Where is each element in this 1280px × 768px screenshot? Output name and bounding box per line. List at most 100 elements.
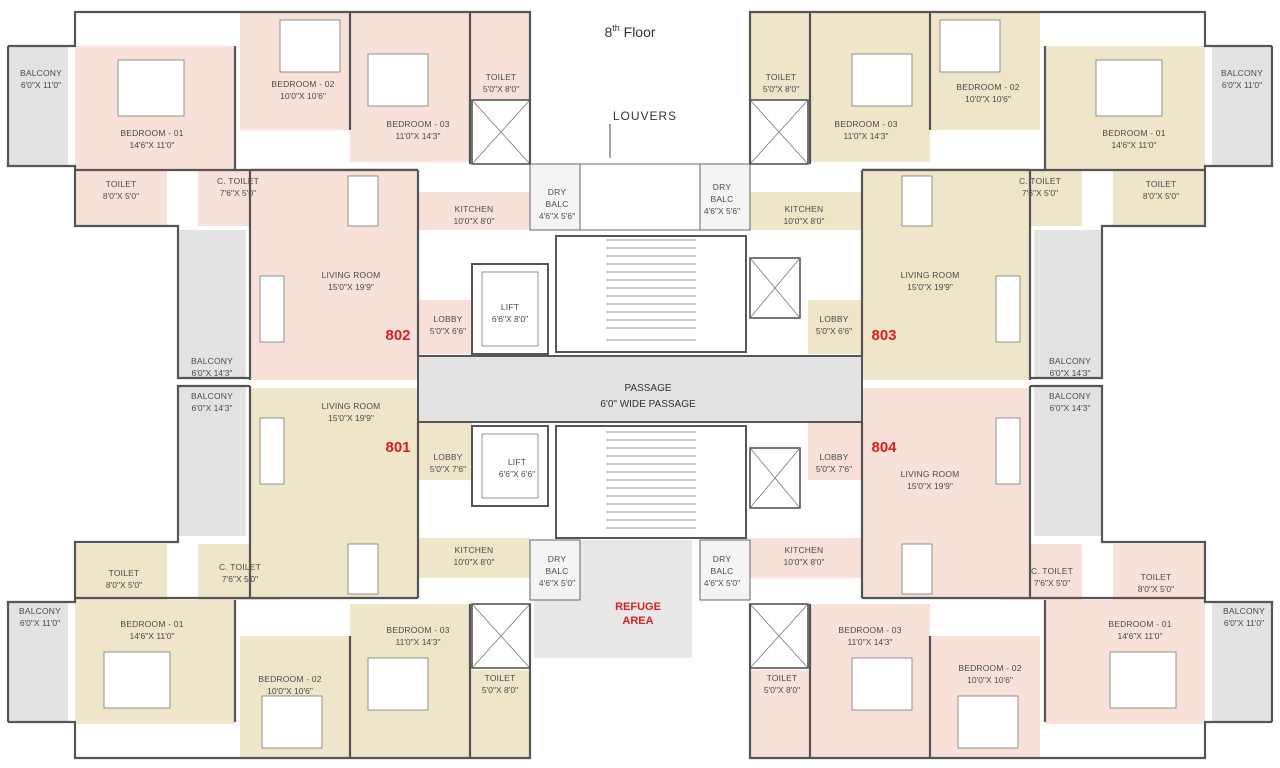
room-dim: 6'0"X 11'0"	[1222, 80, 1262, 90]
core	[417, 99, 863, 669]
room-dim: 5'0"X 6'6"	[430, 326, 466, 336]
toilet-fill	[75, 170, 167, 226]
lift-shaft	[471, 425, 549, 507]
lobby-fill	[418, 300, 472, 354]
room-dim: 7'6"X 5'0"	[1034, 578, 1070, 588]
stair-treads	[606, 239, 696, 341]
room-name: TOILET	[486, 72, 517, 82]
room-name: TOILET	[106, 179, 137, 189]
room-name: BEDROOM - 03	[834, 119, 897, 129]
room-dim: 11'0"X 14'3"	[395, 131, 440, 141]
dining-table	[347, 175, 379, 227]
flat-number: 802	[385, 327, 410, 344]
room-name: DRY	[713, 554, 732, 564]
room-dim: 4'6"X 5'0"	[539, 578, 575, 588]
bed	[851, 657, 913, 711]
room-name: KITCHEN	[455, 204, 494, 214]
room-name: BALCONY	[1221, 68, 1263, 78]
lobby-fill	[418, 420, 472, 480]
louvers-label: LOUVERS	[613, 109, 677, 123]
lobby-fill	[808, 420, 862, 480]
staircase	[555, 425, 747, 539]
lift-car	[481, 433, 539, 499]
room-name: BEDROOM - 03	[838, 625, 901, 635]
room-name: C. TOILET	[1019, 176, 1061, 186]
bed	[939, 19, 1001, 73]
room-dim: 8'0"X 5'0"	[103, 191, 139, 201]
room-name: LOBBY	[819, 452, 848, 462]
room-name: BALCONY	[1049, 356, 1091, 366]
room-name: LIVING ROOM	[322, 270, 381, 280]
living-fill	[862, 168, 1030, 380]
room-dim: 4'6"X 5'0"	[704, 578, 740, 588]
room-dim: 8'0"X 5'0"	[106, 580, 142, 590]
balcony-fill	[178, 386, 246, 536]
room-name: LIVING ROOM	[901, 469, 960, 479]
bed	[279, 19, 341, 73]
balcony-fill	[178, 230, 246, 378]
room-dim: 11'0"X 14'3"	[847, 637, 892, 647]
toilet-fill	[470, 670, 530, 758]
room-name: BEDROOM - 02	[958, 663, 1021, 673]
toilet-fill	[470, 12, 530, 100]
room-dim: 15'0"X 19'9"	[907, 481, 953, 491]
room-name: BALC	[710, 194, 733, 204]
dry-balcony	[699, 539, 751, 601]
passage-area	[417, 355, 863, 423]
room-dim: 5'0"X 8'0"	[483, 84, 519, 94]
room-name: BEDROOM - 03	[386, 119, 449, 129]
flat-number: 804	[871, 439, 897, 456]
room-name: TOILET	[767, 673, 798, 683]
bed	[367, 53, 429, 107]
furniture	[103, 19, 1177, 749]
room-dim: 6'0"X 11'0"	[1224, 618, 1264, 628]
room-name: BALC	[710, 566, 733, 576]
refuge-label: REFUGE	[615, 601, 661, 613]
bed	[1109, 651, 1177, 709]
room-name: BALCONY	[1049, 391, 1091, 401]
room-name: TOILET	[1146, 179, 1177, 189]
bed	[1095, 59, 1163, 117]
room-name: C. TOILET	[1031, 566, 1073, 576]
room-dim: 6'6"X 6'6"	[499, 469, 535, 479]
room-name: BALC	[545, 199, 568, 209]
room-dim: 14'6"X 11'0"	[1117, 631, 1162, 641]
room-dim: 6'0"X 14'3"	[1050, 403, 1091, 413]
room-name: BEDROOM - 02	[271, 79, 334, 89]
room-dim: 10'0"X 10'6"	[965, 94, 1011, 104]
room-dim: 11'0"X 14'3"	[843, 131, 888, 141]
room-name: TOILET	[485, 673, 516, 683]
room-dim: 8'0"X 5'0"	[1143, 191, 1179, 201]
room-dim: 5'0"X 8'0"	[764, 685, 800, 695]
room-name: BEDROOM - 01	[120, 128, 183, 138]
room-dim: 14'6"X 11'0"	[129, 631, 174, 641]
room-dim: 5'0"X 7'6"	[430, 464, 466, 474]
sofa	[995, 417, 1021, 485]
room-dim: 7'6"X 5'0"	[1022, 188, 1058, 198]
room-name: TOILET	[109, 568, 140, 578]
bed	[851, 53, 913, 107]
room-name: BEDROOM - 01	[120, 619, 183, 629]
room-name: BALCONY	[191, 356, 233, 366]
room-dim: 10'0"X 8'0"	[454, 557, 495, 567]
room-name: BEDROOM - 01	[1108, 619, 1171, 629]
room-name: BEDROOM - 03	[386, 625, 449, 635]
dry-balcony	[699, 163, 751, 231]
room-dim: 6'6"X 8'0"	[492, 314, 528, 324]
room-name: BALCONY	[1223, 606, 1265, 616]
passage-width-label: 6'0" WIDE PASSAGE	[600, 399, 696, 410]
flat-number: 803	[871, 327, 896, 344]
room-dim: 6'0"X 11'0"	[20, 618, 60, 628]
bed	[367, 657, 429, 711]
room-dim: 14'6"X 11'0"	[129, 140, 174, 150]
room-name: TOILET	[1141, 572, 1172, 582]
room-dim: 5'0"X 8'0"	[763, 84, 799, 94]
room-dim: 6'0"X 14'3"	[1050, 368, 1091, 378]
room-name: BALCONY	[20, 68, 62, 78]
room-name: BEDROOM - 02	[956, 82, 1019, 92]
room-dim: 15'0"X 19'9"	[328, 282, 374, 292]
room-dim: 5'0"X 7'6"	[816, 464, 852, 474]
bed	[261, 695, 323, 749]
bed	[957, 695, 1019, 749]
